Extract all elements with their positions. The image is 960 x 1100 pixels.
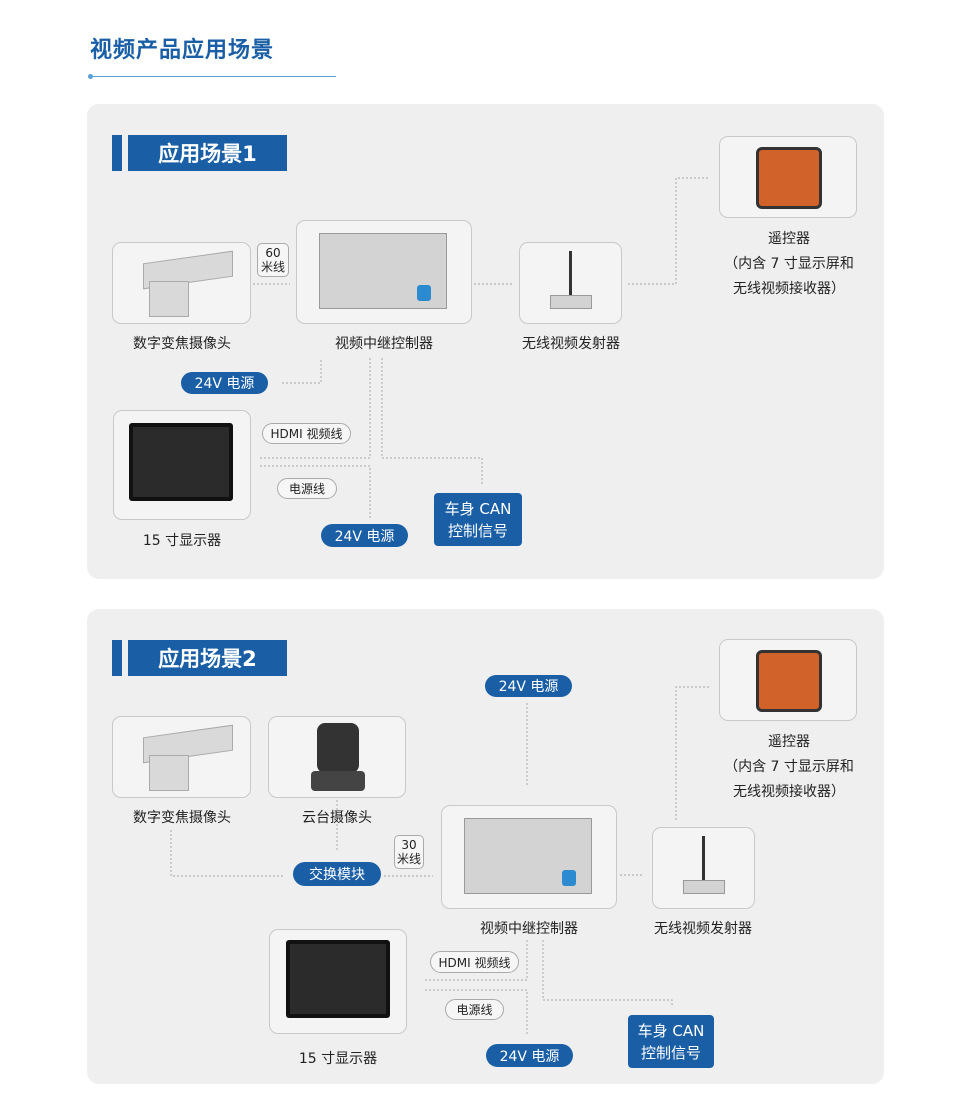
ptz-camera-image (268, 716, 406, 798)
can-signal-box: 车身 CAN 控制信号 (628, 1015, 714, 1068)
controller-label: 视频中继控制器 (335, 336, 433, 352)
cable-length-value: 30 (401, 838, 417, 852)
monitor-label: 15 寸显示器 (298, 1051, 378, 1067)
controller-image (441, 805, 617, 909)
camera-label: 数字变焦摄像头 (133, 810, 231, 826)
cable-length-unit: 米线 (260, 260, 285, 274)
badge-stripe (112, 640, 122, 676)
transmitter-label: 无线视频发射器 (522, 336, 620, 352)
badge-stripe (112, 135, 122, 171)
remote-label: 遥控器 （内含 7 寸显示屏和无线视频接收器） (689, 730, 889, 805)
switch-module-pill: 交换模块 (293, 862, 381, 886)
monitor-image (113, 410, 251, 520)
can-line-1: 车身 CAN (637, 1021, 705, 1040)
ptz-camera-label: 云台摄像头 (302, 810, 372, 826)
remote-name: 遥控器 (768, 734, 810, 750)
camera-image (112, 242, 251, 324)
camera-label: 数字变焦摄像头 (133, 336, 231, 352)
remote-desc-2: 无线视频接收器） (733, 281, 845, 297)
camera-image (112, 716, 251, 798)
scene-2-title: 应用场景2 (128, 640, 287, 676)
title-underline (90, 76, 336, 77)
remote-image (719, 639, 857, 721)
remote-desc-1: （内含 7 寸显示屏和 (724, 759, 854, 775)
power-pill-top: 24V 电源 (485, 675, 572, 697)
can-signal-box: 车身 CAN 控制信号 (434, 493, 522, 546)
cable-length-unit: 米线 (396, 852, 421, 866)
power-cable-label: 电源线 (277, 478, 337, 499)
monitor-image (269, 929, 407, 1034)
can-line-2: 控制信号 (447, 521, 508, 540)
controller-label: 视频中继控制器 (480, 921, 578, 937)
monitor-label: 15 寸显示器 (142, 533, 222, 549)
transmitter-label: 无线视频发射器 (654, 921, 752, 937)
remote-name: 遥控器 (768, 231, 810, 247)
power-pill-bottom: 24V 电源 (321, 524, 408, 547)
remote-desc-2: 无线视频接收器） (733, 784, 845, 800)
hdmi-cable-label: HDMI 视频线 (262, 423, 351, 444)
remote-label: 遥控器 （内含 7 寸显示屏和无线视频接收器） (689, 227, 889, 302)
remote-desc-1: （内含 7 寸显示屏和 (724, 256, 854, 272)
underline-dot (88, 74, 93, 79)
power-pill-bottom: 24V 电源 (486, 1044, 573, 1067)
cable-length-value: 60 (265, 246, 281, 260)
page-title: 视频产品应用场景 (90, 38, 275, 63)
controller-image (296, 220, 472, 324)
power-pill-top: 24V 电源 (181, 372, 268, 394)
power-cable-label: 电源线 (445, 999, 504, 1020)
can-line-1: 车身 CAN (444, 499, 512, 518)
transmitter-image (519, 242, 622, 324)
can-line-2: 控制信号 (640, 1043, 701, 1062)
scene-1-title: 应用场景1 (128, 135, 287, 171)
hdmi-cable-label: HDMI 视频线 (430, 951, 519, 973)
transmitter-image (652, 827, 755, 909)
remote-image (719, 136, 857, 218)
